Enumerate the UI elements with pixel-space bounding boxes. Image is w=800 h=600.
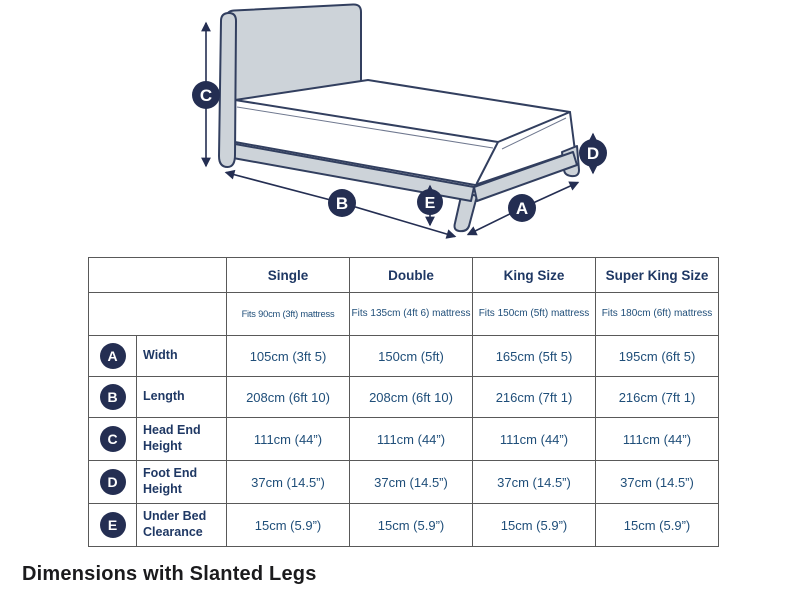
dimension-marker-c: C — [192, 81, 220, 109]
value-cell: 111cm (44”) — [349, 417, 473, 461]
bed-diagram: C B E A D — [192, 3, 607, 239]
value-cell: 105cm (3ft 5) — [226, 335, 350, 377]
table-row-under-bed-clearance: E Under Bed Clearance 15cm (5.9”) 15cm (… — [88, 503, 719, 547]
mattress-seam — [236, 106, 567, 150]
value-cell: 165cm (5ft 5) — [472, 335, 596, 377]
column-header-superking: Super King Size — [595, 257, 719, 293]
row-marker-e: E — [99, 512, 126, 538]
value-cell: 15cm (5.9”) — [349, 503, 473, 547]
row-label: Head End Height — [136, 417, 227, 461]
value-cell: 195cm (6ft 5) — [595, 335, 719, 377]
value-cell: 150cm (5ft) — [349, 335, 473, 377]
table-row-head-end-height: C Head End Height 111cm (44”) 111cm (44”… — [88, 417, 719, 461]
row-badge-cell: C — [88, 417, 137, 461]
svg-text:A: A — [516, 199, 528, 218]
value-cell: 111cm (44”) — [472, 417, 596, 461]
table-subheader-row: Fits 90cm (3ft) mattress Fits 135cm (4ft… — [88, 292, 719, 336]
value-cell: 15cm (5.9”) — [472, 503, 596, 547]
value-cell: 216cm (7ft 1) — [472, 376, 596, 418]
row-label: Length — [136, 376, 227, 418]
row-label: Width — [136, 335, 227, 377]
mattress-fit-superking: Fits 180cm (6ft) mattress — [595, 292, 719, 336]
dimension-marker-b: B — [328, 189, 356, 217]
column-header-double: Double — [349, 257, 473, 293]
mattress-fit-double: Fits 135cm (4ft 6) mattress — [349, 292, 473, 336]
mattress-fit-king: Fits 150cm (5ft) mattress — [472, 292, 596, 336]
value-cell: 15cm (5.9”) — [595, 503, 719, 547]
diagram-caption: Dimensions with Slanted Legs — [22, 563, 317, 585]
column-header-king: King Size — [472, 257, 596, 293]
headboard-post — [218, 12, 237, 168]
table-row-length: B Length 208cm (6ft 10) 208cm (6ft 10) 2… — [88, 376, 719, 418]
value-cell: 37cm (14.5”) — [595, 460, 719, 504]
value-cell: 208cm (6ft 10) — [226, 376, 350, 418]
row-marker-a: A — [99, 343, 126, 369]
value-cell: 37cm (14.5”) — [472, 460, 596, 504]
row-marker-b: B — [99, 384, 126, 410]
column-header-single: Single — [226, 257, 350, 293]
dimension-marker-a: A — [508, 194, 536, 222]
row-badge-cell: E — [88, 503, 137, 547]
value-cell: 111cm (44”) — [595, 417, 719, 461]
value-cell: 111cm (44”) — [226, 417, 350, 461]
bed-frame-rail-foot — [473, 151, 578, 202]
dimension-marker-e: E — [417, 189, 443, 215]
row-marker-c: C — [99, 426, 126, 452]
table-row-width: A Width 105cm (3ft 5) 150cm (5ft) 165cm … — [88, 335, 719, 377]
blank-corner-cell — [88, 292, 227, 336]
row-label: Foot End Height — [136, 460, 227, 504]
row-label: Under Bed Clearance — [136, 503, 227, 547]
value-cell: 15cm (5.9”) — [226, 503, 350, 547]
row-badge-cell: D — [88, 460, 137, 504]
value-cell: 37cm (14.5”) — [226, 460, 350, 504]
value-cell: 216cm (7ft 1) — [595, 376, 719, 418]
row-badge-cell: A — [88, 335, 137, 377]
row-marker-d: D — [99, 469, 126, 495]
value-cell: 37cm (14.5”) — [349, 460, 473, 504]
value-cell: 208cm (6ft 10) — [349, 376, 473, 418]
svg-text:C: C — [200, 86, 212, 105]
dimension-marker-d: D — [579, 139, 607, 167]
table-header-row: Single Double King Size Super King Size — [88, 257, 719, 293]
svg-text:D: D — [587, 144, 599, 163]
row-badge-cell: B — [88, 376, 137, 418]
table-row-foot-end-height: D Foot End Height 37cm (14.5”) 37cm (14.… — [88, 460, 719, 504]
mattress-fit-single: Fits 90cm (3ft) mattress — [226, 292, 350, 336]
svg-text:B: B — [336, 194, 348, 213]
blank-corner-cell — [88, 257, 227, 293]
dimensions-table: Single Double King Size Super King Size … — [88, 257, 719, 547]
mattress-edges — [234, 99, 571, 184]
dimension-arrow-b — [224, 169, 457, 239]
svg-text:E: E — [425, 195, 436, 212]
